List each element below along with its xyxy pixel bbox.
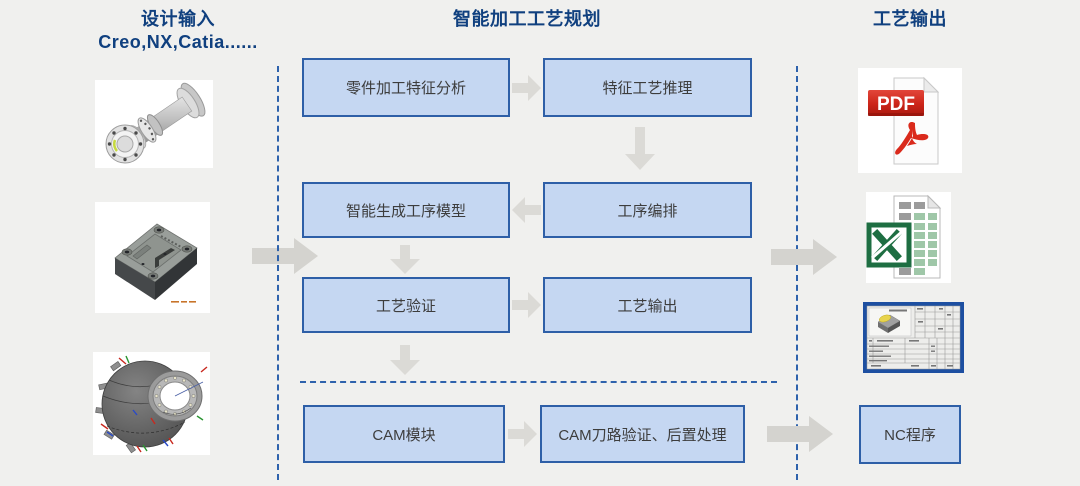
left-dashed-divider <box>277 66 279 480</box>
flow-box-label: CAM模块 <box>372 426 436 444</box>
left-title-line2: Creo,NX,Catia...... <box>98 32 258 52</box>
flow-box-label: 工艺验证 <box>375 297 436 315</box>
flow-arrow-left-to-center-icon <box>252 238 318 274</box>
flow-box-nc-program: NC程序 <box>859 405 961 464</box>
machined-plate-part-image <box>95 202 210 313</box>
flow-box-label: 工序编排 <box>617 202 678 220</box>
center-column-title: 智能加工工艺规划 <box>453 9 601 29</box>
arrow-right-icon <box>512 292 541 318</box>
arrow-down-icon <box>625 127 655 170</box>
flow-box-label: 工艺输出 <box>617 297 678 315</box>
arrow-down-icon <box>390 345 420 375</box>
flow-arrow-center-to-right-icon <box>771 239 837 275</box>
flow-box-label: NC程序 <box>884 427 936 444</box>
flow-box-label: CAM刀路验证、后置处理 <box>558 426 727 444</box>
left-column-title: 设计输入 Creo,NX,Catia...... <box>40 8 316 54</box>
left-title-line1: 设计输入 <box>141 9 215 29</box>
pdf-banner-label: PDF <box>877 94 915 115</box>
flow-box-label: 智能生成工序模型 <box>345 202 466 220</box>
arrow-down-icon <box>390 245 420 274</box>
right-dashed-divider <box>796 66 798 480</box>
flow-box-cam-module: CAM模块 <box>303 405 505 463</box>
excel-document-icon <box>866 192 951 283</box>
flow-box-output: 工艺输出 <box>543 277 752 333</box>
shaft-flange-part-image <box>95 80 213 168</box>
flow-box-feature-analysis: 零件加工特征分析 <box>302 58 510 117</box>
flow-box-sequencing: 工序编排 <box>543 182 752 238</box>
flow-arrow-cam-to-nc-icon <box>767 416 833 452</box>
arrow-right-icon <box>512 75 541 101</box>
process-card-image <box>863 302 964 373</box>
flow-box-feature-inference: 特征工艺推理 <box>543 58 752 117</box>
arrow-right-icon <box>508 421 537 447</box>
flow-box-verification: 工艺验证 <box>302 277 510 333</box>
engine-casing-part-image <box>93 352 210 455</box>
flow-box-model-generation: 智能生成工序模型 <box>302 182 510 238</box>
right-column-title: 工艺输出 <box>873 9 947 29</box>
pdf-document-icon: PDF <box>858 68 962 173</box>
flow-box-label: 零件加工特征分析 <box>345 80 466 97</box>
cam-section-dashed-divider <box>300 381 777 383</box>
flow-box-label: 特征工艺推理 <box>602 80 693 97</box>
arrow-left-icon <box>512 197 541 223</box>
flow-box-cam-post: CAM刀路验证、后置处理 <box>540 405 745 463</box>
